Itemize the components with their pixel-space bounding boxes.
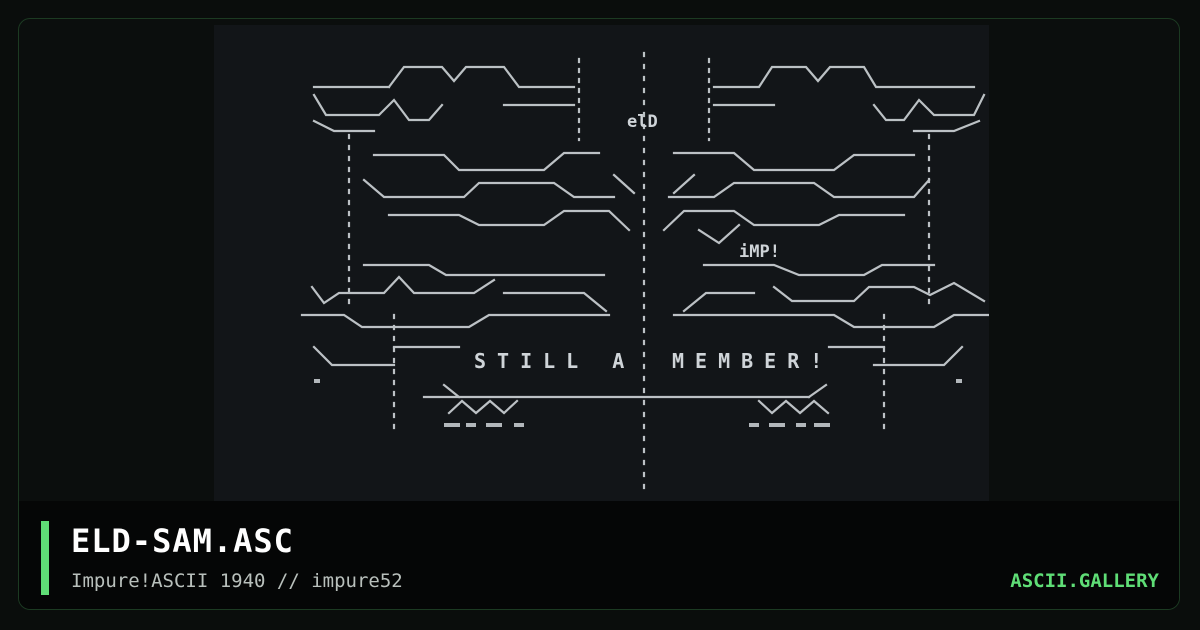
card-frame: elD iMP! STILL A MEMBER! ELD-SAM.ASC Imp… bbox=[18, 18, 1180, 610]
art-subtitle: Impure!ASCII 1940 // impure52 bbox=[71, 570, 403, 592]
art-tag-eld: elD bbox=[627, 112, 658, 132]
art-banner-left: STILL A bbox=[474, 349, 635, 373]
site-brand-link[interactable]: ASCII.GALLERY bbox=[1010, 570, 1159, 592]
ascii-art-image: elD iMP! STILL A MEMBER! bbox=[214, 25, 989, 501]
art-title: ELD-SAM.ASC bbox=[71, 522, 294, 560]
ascii-art-drawing: elD iMP! STILL A MEMBER! bbox=[300, 51, 989, 497]
art-tag-imp: iMP! bbox=[739, 242, 780, 262]
info-footer: ELD-SAM.ASC Impure!ASCII 1940 // impure5… bbox=[19, 501, 1179, 609]
accent-bar bbox=[41, 521, 49, 595]
art-banner-right: MEMBER! bbox=[672, 349, 833, 373]
